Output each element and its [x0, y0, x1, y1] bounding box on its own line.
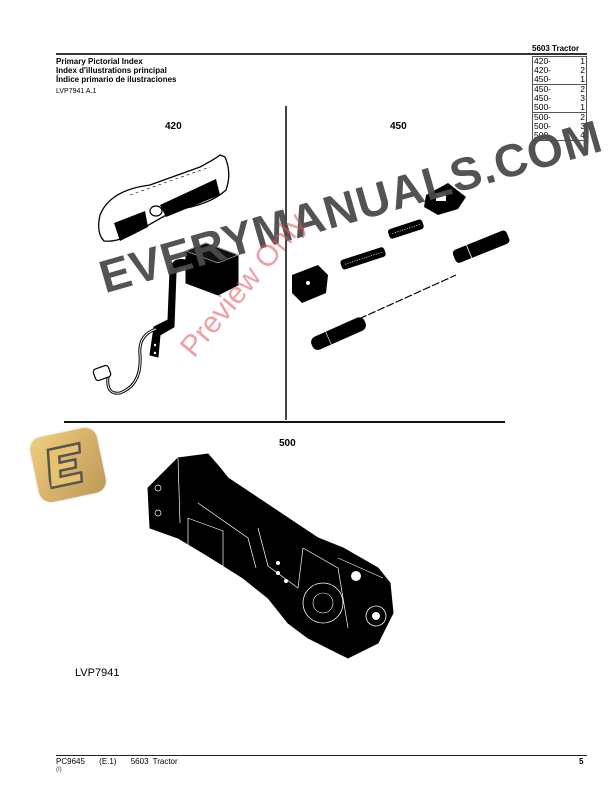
index-page: 1 — [580, 102, 585, 112]
index-row[interactable]: 420- 2 — [533, 66, 586, 75]
header-rule — [56, 53, 587, 55]
model-title: 5603 Tractor — [532, 44, 580, 53]
index-page: 4 — [580, 130, 585, 140]
index-row[interactable]: 450- 3 — [533, 94, 586, 103]
index-group: 500- 2 500- 3 500- 4 — [532, 113, 587, 141]
figure-code: LVP7941 — [75, 667, 120, 679]
section-label-450[interactable]: 450 — [390, 121, 407, 132]
footer-model: 5603 Tractor — [130, 757, 178, 766]
index-row[interactable]: 500- 2 — [533, 113, 586, 122]
page-index-table: 420- 1 420- 2 450- 1 450- 2 450- 3 500- 1 500-… — [532, 56, 587, 141]
index-section: 420- — [534, 65, 552, 75]
index-page: 2 — [580, 112, 585, 122]
index-page: 3 — [580, 93, 585, 103]
index-section: 500- — [534, 112, 552, 122]
index-row[interactable]: 500- 4 — [533, 131, 586, 140]
footer-doc-id: PC9645 — [56, 757, 85, 766]
index-section: 500- — [534, 102, 552, 112]
footer-sub: (I) — [56, 767, 62, 773]
index-row[interactable]: 500- 3 — [533, 122, 586, 131]
index-section: 450- — [534, 84, 552, 94]
footer-doc-info: PC9645 (E.1) 5603 Tractor — [56, 757, 188, 766]
index-section: 500- — [534, 121, 552, 131]
index-page: 3 — [580, 121, 585, 131]
everymanuals-logo-icon — [27, 425, 109, 505]
section-label-500[interactable]: 500 — [279, 438, 296, 449]
weight-bracket-illustration[interactable] — [90, 145, 270, 410]
horizontal-divider — [64, 421, 505, 423]
page-title-block: Primary Pictorial Index Index d'illustra… — [56, 57, 176, 84]
index-group: 420- 1 420- 2 450- 1 — [532, 56, 587, 85]
title-spanish: Índice primario de ilustraciones — [56, 75, 177, 84]
title-english: Primary Pictorial Index — [56, 57, 143, 66]
page-number: 5 — [579, 757, 584, 766]
index-page: 1 — [580, 56, 585, 66]
title-french: Index d'illustrations principal — [56, 66, 167, 75]
index-page: 2 — [580, 84, 585, 94]
index-row[interactable]: 420- 1 — [533, 57, 586, 66]
index-section: 450- — [534, 93, 552, 103]
index-page: 1 — [580, 74, 585, 84]
index-section: 450- — [534, 74, 552, 84]
index-section: 420- — [534, 56, 552, 66]
reference-code: LVP7941 A.1 — [56, 88, 97, 95]
steering-parts-illustration[interactable] — [288, 175, 518, 365]
index-section: 500- — [534, 130, 552, 140]
index-page: 2 — [580, 65, 585, 75]
index-row[interactable]: 500- 1 — [533, 103, 586, 112]
index-row[interactable]: 450- 1 — [533, 75, 586, 84]
vertical-divider — [285, 106, 287, 420]
transmission-illustration[interactable] — [138, 448, 413, 663]
index-group: 450- 2 450- 3 500- 1 — [532, 85, 587, 113]
footer-edition: (E.1) — [99, 757, 117, 766]
footer-rule — [56, 755, 587, 756]
index-row[interactable]: 450- 2 — [533, 85, 586, 94]
section-label-420[interactable]: 420 — [165, 121, 182, 132]
